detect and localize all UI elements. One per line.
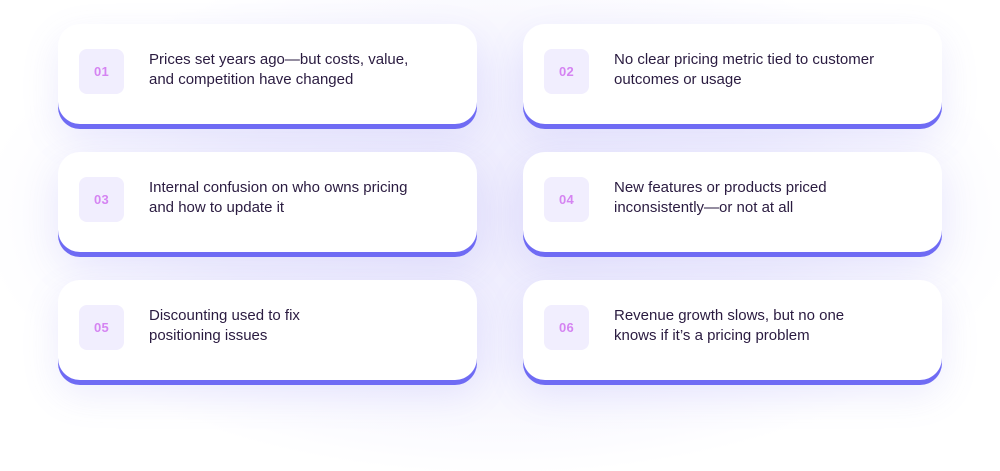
problem-text-line: Revenue growth slows, but no one xyxy=(614,307,845,324)
number-badge: 06 xyxy=(544,305,589,350)
problem-text-line: No clear pricing metric tied to customer xyxy=(614,51,875,68)
problem-card-03: 03 Internal confusion on who owns pricin… xyxy=(58,152,477,252)
problem-text-line: Discounting used to fix xyxy=(149,307,300,324)
problem-card-05: 05 Discounting used to fix positioning i… xyxy=(58,280,477,380)
problem-text-line: Prices set years ago—but costs, value, xyxy=(149,51,409,68)
problem-card-02: 02 No clear pricing metric tied to custo… xyxy=(523,24,942,124)
problem-card-04: 04 New features or products priced incon… xyxy=(523,152,942,252)
number-badge: 02 xyxy=(544,49,589,94)
problem-text-line: and competition have changed xyxy=(149,71,354,88)
problem-text-line: New features or products priced xyxy=(614,179,827,196)
problem-card-01: 01 Prices set years ago—but costs, value… xyxy=(58,24,477,124)
number-badge: 04 xyxy=(544,177,589,222)
problem-text: Internal confusion on who owns pricing a… xyxy=(149,178,459,218)
problem-text: Revenue growth slows, but no one knows i… xyxy=(614,306,924,346)
problem-card-06: 06 Revenue growth slows, but no one know… xyxy=(523,280,942,380)
problem-text-line: knows if it’s a pricing problem xyxy=(614,327,810,344)
problem-text: Prices set years ago—but costs, value, a… xyxy=(149,50,459,90)
problem-text-line: outcomes or usage xyxy=(614,71,742,88)
number-badge: 03 xyxy=(79,177,124,222)
number-badge: 05 xyxy=(79,305,124,350)
problem-text: Discounting used to fix positioning issu… xyxy=(149,306,459,346)
number-badge: 01 xyxy=(79,49,124,94)
problem-text: New features or products priced inconsis… xyxy=(614,178,924,218)
problem-text-line: inconsistently—or not at all xyxy=(614,199,794,216)
problem-text-line: and how to update it xyxy=(149,199,285,216)
problem-text: No clear pricing metric tied to customer… xyxy=(614,50,924,90)
problem-text-line: Internal confusion on who owns pricing xyxy=(149,179,408,196)
problem-text-line: positioning issues xyxy=(149,327,268,344)
